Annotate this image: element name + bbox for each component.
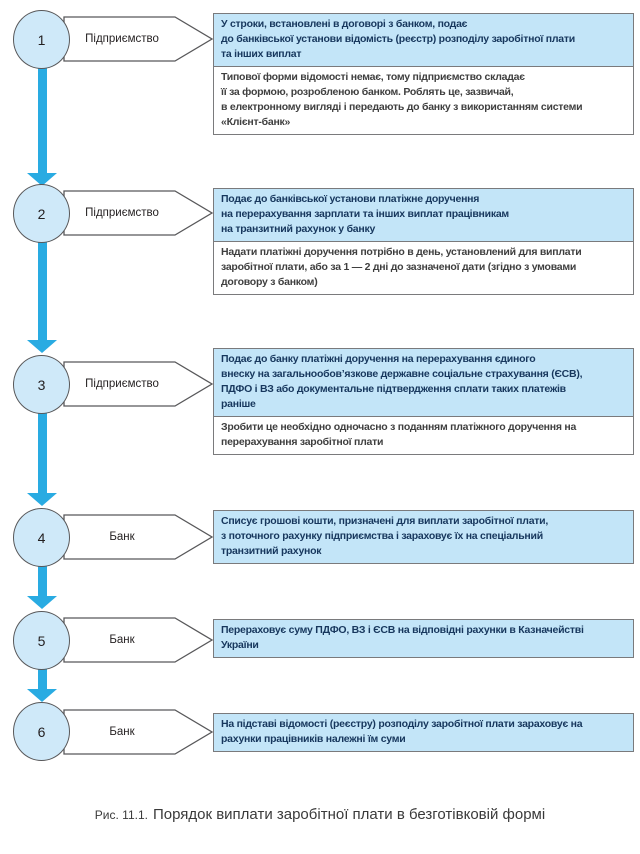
arrow-head-icon [27, 596, 57, 609]
actor-banner-step1: Підприємство [63, 16, 214, 62]
figure-caption-title: Порядок виплати заробітної плати в безго… [152, 806, 546, 823]
actor-label: Підприємство [85, 33, 159, 45]
step-number: 3 [37, 376, 46, 393]
arrow-shaft [37, 667, 47, 689]
step-number: 1 [37, 31, 46, 48]
actor-label: Банк [109, 726, 135, 738]
figure-caption-number: Рис. 11.1. [94, 808, 148, 822]
step3-boxes: Подає до банку платіжні доручення на пер… [213, 348, 634, 455]
step6-boxes: На підставі відомості (реєстру) розподіл… [213, 713, 634, 752]
step-number-circle-5: 5 [13, 611, 70, 670]
actor-banner-step2: Підприємство [63, 190, 214, 236]
actor-banner-step6: Банк [63, 709, 214, 755]
action-box: Перераховує суму ПДФО, ВЗ і ЄСВ на відпо… [213, 619, 634, 658]
figure-caption: Рис. 11.1. Порядок виплати заробітної пла… [0, 806, 640, 824]
step-number: 2 [37, 205, 46, 222]
step-number-circle-3: 3 [13, 355, 70, 414]
arrow-shaft [37, 66, 47, 173]
arrow-head-icon [27, 493, 57, 506]
step5-boxes: Перераховує суму ПДФО, ВЗ і ЄСВ на відпо… [213, 619, 634, 658]
arrow-step2-to-step3 [27, 241, 57, 353]
arrow-head-icon [27, 689, 57, 702]
step1-boxes: У строки, встановлені в договорі з банко… [213, 13, 634, 135]
actor-banner-step3: Підприємство [63, 361, 214, 407]
actor-label: Банк [109, 634, 135, 646]
arrow-step5-to-step6 [27, 667, 57, 702]
step2-boxes: Подає до банківської установи платіжне д… [213, 188, 634, 295]
arrow-head-icon [27, 340, 57, 353]
actor-banner-step5: Банк [63, 617, 214, 663]
actor-banner-step4: Банк [63, 514, 214, 560]
arrow-shaft [37, 412, 47, 493]
arrow-shaft [37, 564, 47, 596]
step-number-circle-1: 1 [13, 10, 70, 69]
step-number-circle-4: 4 [13, 508, 70, 567]
note-box: Типової форми відомості немає, тому підп… [213, 67, 634, 135]
step-number-circle-6: 6 [13, 702, 70, 761]
arrow-head-icon [27, 173, 57, 186]
action-box: Списує грошові кошти, призначені для вип… [213, 510, 634, 564]
actor-label: Підприємство [85, 207, 159, 219]
action-box: У строки, встановлені в договорі з банко… [213, 13, 634, 67]
actor-label: Банк [109, 531, 135, 543]
step-number: 5 [37, 632, 46, 649]
arrow-step1-to-step2 [27, 66, 57, 186]
actor-label: Підприємство [85, 378, 159, 390]
step4-boxes: Списує грошові кошти, призначені для вип… [213, 510, 634, 564]
step-number: 4 [37, 529, 46, 546]
arrow-step4-to-step5 [27, 564, 57, 609]
arrow-shaft [37, 241, 47, 340]
action-box: Подає до банківської установи платіжне д… [213, 188, 634, 242]
note-box: Надати платіжні доручення потрібно в ден… [213, 242, 634, 295]
action-box: Подає до банку платіжні доручення на пер… [213, 348, 634, 417]
step-number-circle-2: 2 [13, 184, 70, 243]
action-box: На підставі відомості (реєстру) розподіл… [213, 713, 634, 752]
arrow-step3-to-step4 [27, 412, 57, 506]
step-number: 6 [37, 723, 46, 740]
note-box: Зробити це необхідно одночасно з подання… [213, 417, 634, 455]
